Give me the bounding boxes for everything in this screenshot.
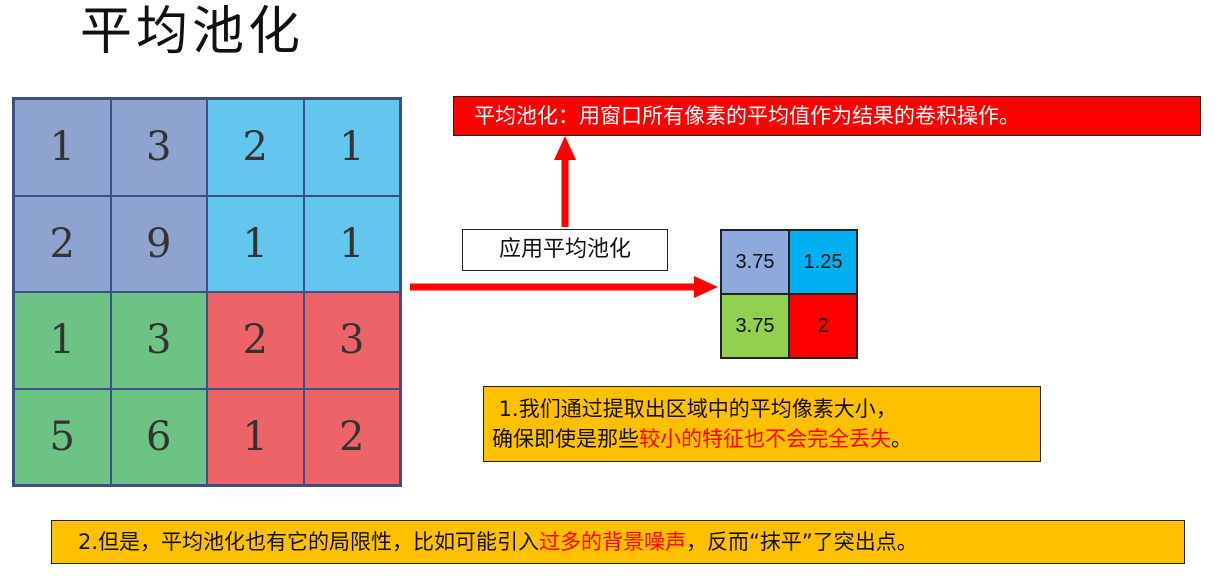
output-cell-r0c1: 1.25 [789, 230, 857, 294]
input-cell-r2c3: 3 [303, 292, 400, 389]
input-cell-r0c3: 1 [303, 99, 400, 196]
definition-box: 平均池化：用窗口所有像素的平均值作为结果的卷积操作。 [453, 96, 1201, 136]
note1-line1: 1.我们通过提取出区域中的平均像素大小， [492, 397, 897, 421]
note1-line2-suffix: 。 [891, 427, 912, 451]
input-cell-r0c1: 3 [110, 99, 207, 196]
input-cell-r0c2: 2 [207, 99, 304, 196]
output-cell-r1c1: 2 [789, 294, 857, 358]
input-grid: 1 3 2 1 2 9 1 1 1 3 2 3 5 6 1 2 [12, 97, 402, 487]
input-cell-r1c2: 1 [207, 195, 304, 292]
output-grid: 3.75 1.25 3.75 2 [720, 229, 858, 359]
apply-average-pooling-label: 应用平均池化 [462, 229, 668, 271]
input-cell-r2c1: 3 [110, 292, 207, 389]
input-cell-r2c2: 2 [207, 292, 304, 389]
note-box-1: 1.我们通过提取出区域中的平均像素大小， 确保即使是那些较小的特征也不会完全丢失… [483, 386, 1041, 462]
note1-line2-prefix: 确保即使是那些 [492, 427, 639, 451]
page-title: 平均池化 [80, 2, 305, 62]
horizontal-arrow-head [694, 276, 718, 298]
input-cell-r1c1: 9 [110, 195, 207, 292]
note-box-2: 2.但是，平均池化也有它的局限性，比如可能引入过多的背景噪声，反而“抹平”了突出… [51, 520, 1185, 564]
output-cell-r0c0: 3.75 [721, 230, 789, 294]
input-cell-r0c0: 1 [14, 99, 111, 196]
input-cell-r3c2: 1 [207, 388, 304, 485]
input-cell-r1c3: 1 [303, 195, 400, 292]
input-cell-r3c3: 2 [303, 388, 400, 485]
input-cell-r3c0: 5 [14, 388, 111, 485]
input-cell-r1c0: 2 [14, 195, 111, 292]
note2-highlight: 过多的背景噪声 [539, 530, 687, 554]
input-cell-r2c0: 1 [14, 292, 111, 389]
note1-line2: 确保即使是那些较小的特征也不会完全丢失。 [492, 424, 1032, 454]
note1-line2-highlight: 较小的特征也不会完全丢失 [639, 427, 891, 451]
note2-prefix: 2.但是，平均池化也有它的局限性，比如可能引入 [78, 530, 540, 554]
input-cell-r3c1: 6 [110, 388, 207, 485]
note2-suffix: ，反而“抹平”了突出点。 [686, 530, 918, 554]
output-cell-r1c0: 3.75 [721, 294, 789, 358]
vertical-arrow-head [554, 136, 576, 160]
